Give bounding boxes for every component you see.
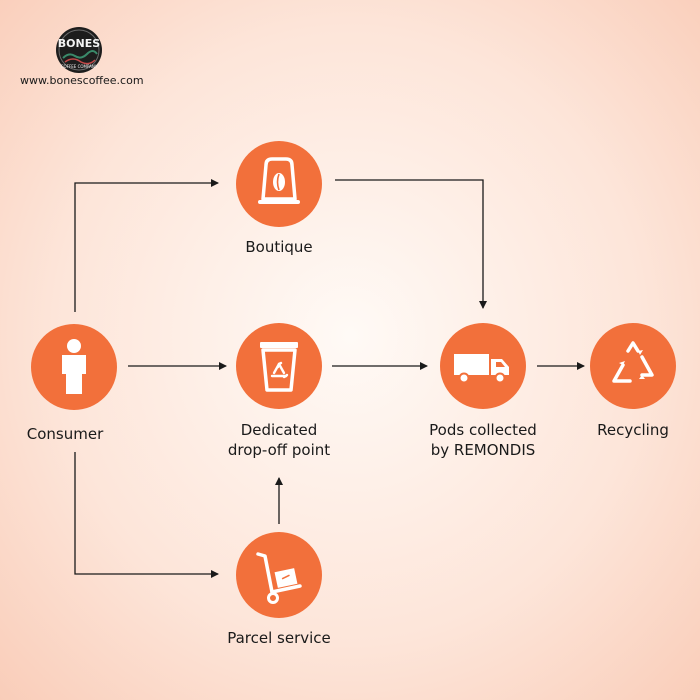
- recycling-node: [590, 323, 676, 409]
- consumer-label: Consumer: [26, 425, 104, 443]
- arrow-consumer-to-parcel: [74, 452, 219, 578]
- parcel-node: [236, 532, 322, 618]
- collected-node: [440, 323, 526, 409]
- hand-truck-icon: [256, 552, 302, 604]
- boutique-label: Boutique: [245, 238, 313, 256]
- coffee-pod-icon: [258, 157, 300, 204]
- collected-label: Pods collected by REMONDIS: [429, 421, 537, 459]
- parcel-label: Parcel service: [227, 629, 331, 647]
- boutique-node: [236, 141, 322, 227]
- arrow-consumer-to-boutique: [74, 179, 219, 312]
- person-icon: [62, 339, 86, 394]
- website-url[interactable]: www.bonescoffee.com: [20, 74, 144, 87]
- dropoff-node: [236, 323, 322, 409]
- svg-text:BONES: BONES: [58, 37, 100, 50]
- svg-text:COFFEE COMPANY: COFFEE COMPANY: [61, 64, 98, 69]
- brand-logo: BONES COFFEE COMPANY: [55, 26, 103, 74]
- recycling-label: Recycling: [597, 421, 669, 439]
- dropoff-label: Dedicated drop-off point: [227, 421, 331, 459]
- consumer-node: [31, 324, 117, 410]
- recycle-bin-icon: [260, 342, 298, 392]
- truck-icon: [454, 354, 509, 384]
- arrow-boutique-to-collected: [335, 179, 487, 309]
- recycle-icon: [612, 341, 654, 383]
